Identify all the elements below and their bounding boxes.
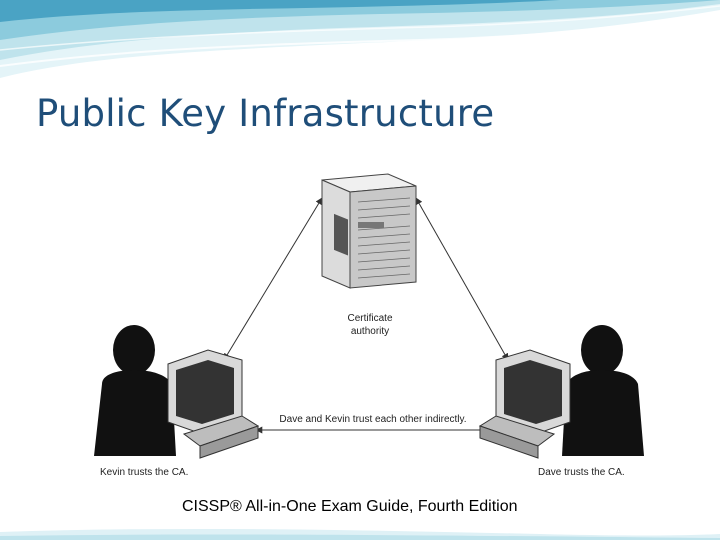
- edge-ca-kevin: [223, 197, 323, 361]
- crt-monitor-icon: [167, 349, 260, 459]
- slide-title: Public Key Infrastructure: [36, 92, 495, 135]
- pki-diagram: Certificate authority Dave and Kevin tru…: [72, 138, 666, 492]
- ca-label: Certificate authority: [347, 313, 393, 337]
- top-wave-decoration: [0, 0, 720, 78]
- figure-caption: CISSP® All-in-One Exam Guide, Fourth Edi…: [182, 498, 518, 515]
- kevin-label: Kevin trusts the CA.: [100, 467, 189, 478]
- person-silhouette-icon: [94, 325, 176, 456]
- crt-monitor-icon: [478, 349, 571, 459]
- pki-diagram-canvas: [94, 173, 644, 459]
- dave-label: Dave trusts the CA.: [538, 467, 625, 478]
- server-tower-icon: [321, 173, 417, 289]
- bottom-wave-decoration: [0, 528, 720, 540]
- indirect-trust-label: Dave and Kevin trust each other indirect…: [270, 414, 476, 425]
- person-silhouette-icon: [562, 325, 644, 456]
- edge-ca-dave: [415, 197, 509, 361]
